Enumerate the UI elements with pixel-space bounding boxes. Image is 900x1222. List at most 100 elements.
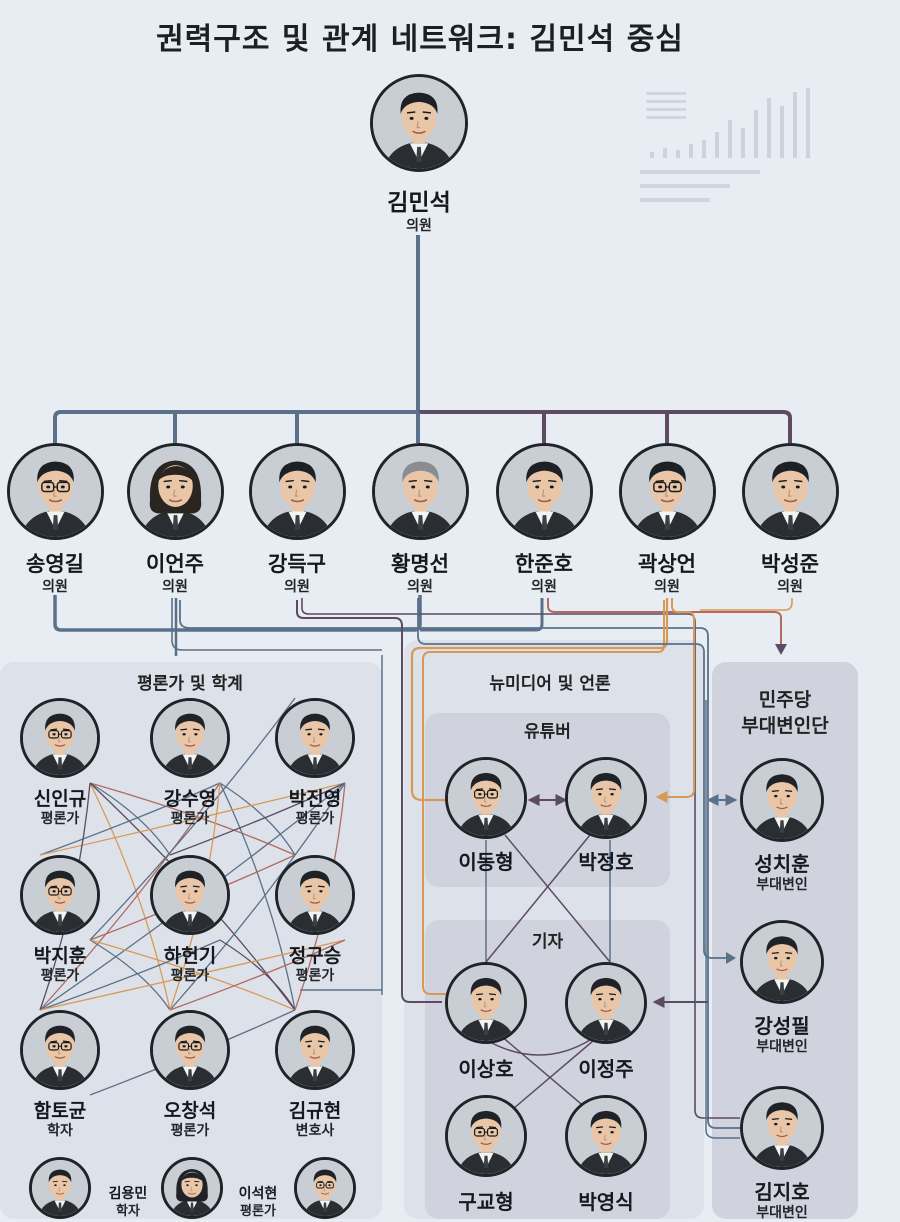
hwangms-name: 황명선 (391, 552, 449, 576)
kimms-role: 의원 (406, 218, 432, 234)
parkjh-avatar (20, 855, 100, 935)
critic-web-9 (169, 782, 346, 856)
leejj-avatar (565, 962, 647, 1044)
sungch-role: 부대변인 (756, 877, 808, 893)
critic-web-11 (169, 782, 346, 1011)
kimms-name: 김민석 (387, 190, 451, 216)
leesh-name: 이석현 (238, 1186, 278, 1202)
kimgh-avatar (275, 1010, 355, 1090)
rep-5 (485, 1039, 591, 1056)
leedh-avatar (445, 757, 527, 839)
hanjh-name: 한준호 (515, 552, 573, 576)
parkjh-name: 박지훈 (33, 945, 87, 967)
leesangho-name: 이상호 (458, 1057, 514, 1081)
kangdg-name: 강득구 (268, 552, 326, 576)
kangsp-name: 강성필 (754, 1014, 810, 1038)
kangsp-avatar (740, 920, 824, 1004)
gugh-name: 구교형 (458, 1190, 514, 1214)
party-panel-label-1: 민주당 (758, 689, 812, 711)
parkys-name: 박영식 (578, 1190, 634, 1214)
kwaksu-role: 의원 (654, 579, 680, 595)
rep-3 (504, 834, 611, 963)
leejj-name: 이정주 (578, 1057, 634, 1081)
parkjh-role: 평론가 (40, 968, 80, 984)
kwaksu-name: 곽상언 (638, 552, 696, 576)
rep-4 (485, 834, 591, 963)
ohcs-role: 평론가 (170, 1123, 210, 1139)
leesangho-avatar (445, 962, 527, 1044)
hahg-name: 하헌기 (163, 945, 217, 967)
critic-web-4 (39, 782, 221, 856)
jeonggs-avatar (275, 855, 355, 935)
kangsy-name: 강수영 (163, 788, 217, 810)
kimgh-role: 변호사 (295, 1123, 335, 1139)
leeej-avatar (126, 442, 224, 540)
jeonggs-name: 정구승 (288, 945, 342, 967)
kimjh-name: 김지호 (754, 1180, 810, 1204)
parkys-avatar (565, 1095, 647, 1177)
ohcs-name: 오창석 (163, 1100, 217, 1122)
shinig-role: 평론가 (40, 811, 80, 827)
ohcs-avatar (150, 1010, 230, 1090)
hanjh-avatar (495, 442, 593, 540)
parkjy-name: 박진영 (288, 788, 342, 810)
youtuber-panel-label: 유튜버 (524, 722, 571, 742)
page-title: 권력구조 및 관계 네트워크: 김민석 중심 (156, 22, 684, 57)
parkjungho-avatar (565, 757, 647, 839)
hanjh-role: 의원 (531, 579, 557, 595)
kimjh-role: 부대변인 (756, 1205, 808, 1221)
critics-panel-label: 평론가 및 학계 (137, 674, 243, 694)
parkjy-avatar (275, 698, 355, 778)
kangsy-role: 평론가 (170, 811, 210, 827)
parksj-role: 의원 (777, 579, 803, 595)
reporter-panel-label: 기자 (531, 932, 564, 952)
kwaksu-leedh (410, 598, 669, 802)
hahg-avatar (150, 855, 230, 935)
decorative-chart-icon (640, 88, 810, 202)
female2-avatar (161, 1157, 223, 1219)
kimym-avatar (29, 1157, 91, 1219)
critic-web-6 (39, 782, 221, 1011)
parksj-parkjungho (655, 598, 695, 803)
hamtg-avatar (20, 1010, 100, 1090)
branch-bus-left (53, 410, 417, 443)
parksj-orange (700, 598, 793, 611)
shinig-avatar (20, 698, 100, 778)
kwaksu-leesangho (422, 600, 665, 995)
leesh-role: 평론가 (240, 1204, 276, 1219)
kangsy-avatar (150, 698, 230, 778)
leeej-kimjh (179, 600, 740, 1129)
kwaksu-avatar (618, 442, 716, 540)
hamtg-role: 학자 (47, 1123, 73, 1139)
kangsp-arrow-icon (726, 952, 736, 964)
hwangms-avatar (371, 442, 469, 540)
parkjy-role: 평론가 (295, 811, 335, 827)
critic-web-19 (89, 697, 296, 941)
hamtg-name: 함토균 (33, 1100, 87, 1122)
kimgh-name: 김규현 (288, 1100, 342, 1122)
kimms-avatar (370, 74, 468, 172)
kangdg-role: 의원 (284, 579, 310, 595)
hwangms-role: 의원 (407, 579, 433, 595)
sungch-avatar (740, 758, 824, 842)
kangsp-role: 부대변인 (756, 1039, 808, 1055)
leedh-name: 이동형 (458, 850, 514, 874)
critic-web-15 (39, 939, 221, 1011)
rep-7 (499, 1034, 601, 1121)
parksj-name: 박성준 (761, 552, 819, 576)
media-panel-label: 뉴미디어 및 언론 (489, 674, 611, 694)
gugh-avatar (445, 1095, 527, 1177)
leesh-avatar (294, 1157, 356, 1219)
critic-web-18 (169, 939, 346, 1011)
parksj-avatar (741, 442, 839, 540)
kimym-role: 학자 (116, 1204, 140, 1219)
hahg-role: 평론가 (170, 968, 210, 984)
jeonggs-role: 평론가 (295, 968, 335, 984)
songyg-name: 송영길 (26, 552, 84, 576)
kimym-name: 김용민 (108, 1186, 148, 1202)
critic-web-17 (39, 939, 346, 1011)
kangdg-leesangho (296, 600, 442, 1003)
shinig-name: 신인규 (33, 788, 87, 810)
